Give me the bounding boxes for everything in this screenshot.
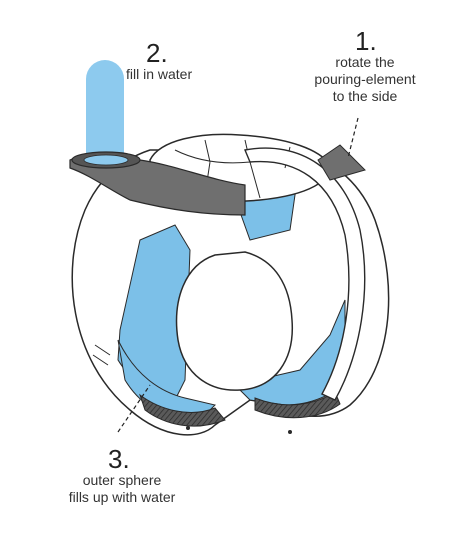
- spout-right: [317, 144, 366, 181]
- step-1-line-1: rotate the: [335, 54, 395, 70]
- side-slots: [92, 344, 111, 366]
- water-stream: [86, 60, 124, 180]
- step-3-line-2: fills up with water: [68, 489, 176, 505]
- step-2-line-1: fill in water: [126, 66, 193, 82]
- step-1-line-3: to the side: [332, 88, 398, 104]
- leader-line-3: [117, 384, 151, 433]
- cut-surface-right: [254, 391, 341, 419]
- step-1-number: 1.: [355, 26, 377, 56]
- base-dot-left: [186, 426, 190, 430]
- step-2-caption: fill in water: [126, 66, 206, 83]
- step-1-caption: rotate the pouring-element to the side: [300, 54, 430, 105]
- step-3-number: 3.: [108, 444, 130, 474]
- step-3-caption: outer sphere fills up with water: [52, 472, 192, 506]
- inner-body: [175, 251, 294, 391]
- step-1-line-2: pouring-element: [314, 71, 416, 87]
- cut-surface-left: [139, 393, 226, 427]
- step-2-number: 2.: [146, 38, 168, 68]
- leader-line-1: [347, 117, 359, 159]
- base-dot-right: [288, 430, 292, 434]
- step-3-line-1: outer sphere: [82, 472, 162, 488]
- handle-arc: [244, 147, 366, 401]
- pouring-spout-inner: [83, 154, 129, 166]
